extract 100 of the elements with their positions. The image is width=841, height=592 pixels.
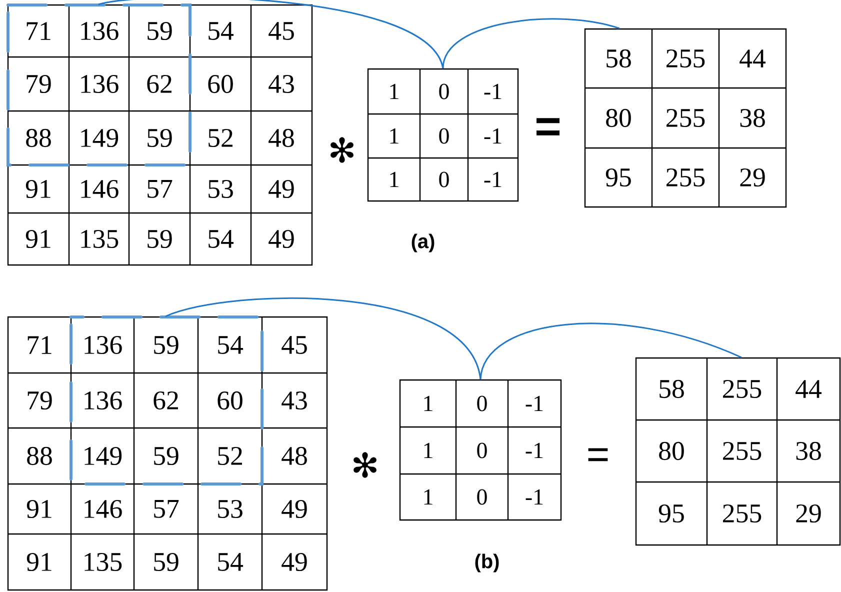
cell-value: 54: [208, 22, 234, 40]
cell-value: 38: [740, 108, 765, 128]
cell-value: 146: [84, 500, 122, 518]
cell-value: 1: [424, 442, 432, 458]
cell-value: 136: [84, 336, 122, 354]
cell-value: 91: [26, 500, 52, 518]
cell-value: 59: [154, 446, 178, 466]
cell-value: 45: [268, 22, 294, 40]
cell-value: 0: [477, 442, 487, 458]
cell-value: 80: [659, 442, 684, 460]
cell-value: -1: [484, 172, 502, 188]
cell-value: 49: [282, 552, 307, 572]
connector-curve: [165, 298, 482, 380]
cell-value: -1: [484, 84, 502, 100]
number-grid: [399, 379, 562, 521]
number-grid: [7, 4, 313, 266]
cell-value: 54: [208, 230, 234, 248]
cell-value: 53: [208, 180, 233, 198]
cell-value: 91: [26, 230, 50, 248]
cell-value: 255: [666, 168, 705, 187]
cell-value: 44: [740, 50, 766, 68]
cell-value: 136: [81, 22, 118, 40]
cell-value: 53: [218, 500, 242, 518]
cell-value: -1: [484, 128, 502, 144]
cell-value: 79: [28, 391, 52, 410]
cell-value: 59: [148, 128, 172, 148]
cell-value: 0: [439, 84, 449, 100]
cell-value: 44: [796, 380, 822, 398]
cell-value: 1: [390, 172, 398, 188]
cell-value: 60: [208, 74, 233, 94]
cell-value: -1: [526, 442, 543, 458]
cell-value: 255: [666, 108, 705, 128]
cell-value: 52: [218, 446, 242, 466]
cell-value: 146: [81, 180, 118, 198]
cell-value: 48: [282, 446, 307, 466]
cell-value: 0: [439, 172, 449, 188]
cell-value: 149: [81, 128, 118, 148]
cell-value: 255: [666, 49, 705, 68]
cell-value: 48: [268, 128, 294, 148]
cell-value: 52: [208, 128, 232, 148]
cell-value: 255: [723, 380, 762, 398]
cell-value: 255: [723, 504, 762, 523]
number-grid: [635, 357, 841, 546]
cell-value: 57: [148, 180, 172, 198]
cell-value: 49: [268, 180, 294, 198]
cell-value: 54: [218, 336, 244, 354]
cell-value: -1: [526, 489, 543, 505]
cell-value: 57: [154, 500, 179, 518]
cell-value: 136: [81, 74, 118, 94]
cell-value: 1: [424, 396, 432, 412]
cell-value: 149: [84, 446, 122, 466]
cell-value: 255: [723, 442, 762, 460]
cell-value: 62: [147, 74, 172, 94]
cell-value: 45: [282, 336, 307, 354]
connector-curve: [442, 18, 620, 69]
cell-value: 91: [26, 552, 52, 572]
cell-value: 91: [26, 180, 50, 198]
cell-value: 88: [27, 446, 52, 466]
cell-value: 71: [28, 336, 52, 354]
cell-value: 59: [154, 336, 178, 354]
cell-value: 49: [282, 500, 307, 518]
cell-value: 54: [218, 553, 244, 571]
cell-value: 58: [606, 49, 631, 68]
cell-value: 0: [439, 128, 449, 144]
connector-curve: [98, 0, 444, 69]
cell-value: 1: [424, 489, 432, 505]
number-grid: [7, 316, 328, 591]
cell-value: 62: [154, 391, 178, 410]
cell-value: 58: [660, 380, 684, 398]
equals-sign: =: [536, 118, 560, 136]
panel-label: (b): [475, 554, 499, 572]
cell-value: 135: [84, 552, 122, 572]
cell-value: 29: [740, 168, 765, 187]
cell-value: 59: [148, 230, 172, 248]
cell-value: 0: [477, 396, 487, 412]
cell-value: 43: [282, 391, 307, 410]
cell-value: 136: [84, 391, 122, 410]
cell-value: 29: [796, 504, 821, 523]
cell-value: 95: [606, 168, 631, 187]
cell-value: 71: [26, 22, 50, 40]
convolution-operator: ✻: [354, 452, 376, 478]
cell-value: 88: [26, 128, 51, 148]
cell-value: 79: [26, 74, 51, 94]
cell-value: 135: [81, 230, 118, 248]
cell-value: 60: [218, 391, 242, 410]
number-grid: [584, 28, 787, 208]
cell-value: 59: [154, 552, 178, 572]
equals-sign: =: [588, 448, 608, 462]
cell-value: 95: [658, 504, 684, 523]
cell-value: 80: [606, 108, 631, 128]
number-grid: [367, 68, 519, 202]
panel-label: (a): [412, 234, 434, 252]
cell-value: 59: [148, 22, 172, 40]
cell-value: -1: [526, 396, 543, 412]
cell-value: 49: [268, 230, 294, 248]
cell-value: 1: [390, 84, 398, 100]
cell-value: 38: [796, 442, 821, 460]
cell-value: 0: [477, 489, 487, 505]
cell-value: 43: [268, 74, 294, 94]
convolution-operator: ✻: [330, 137, 354, 163]
